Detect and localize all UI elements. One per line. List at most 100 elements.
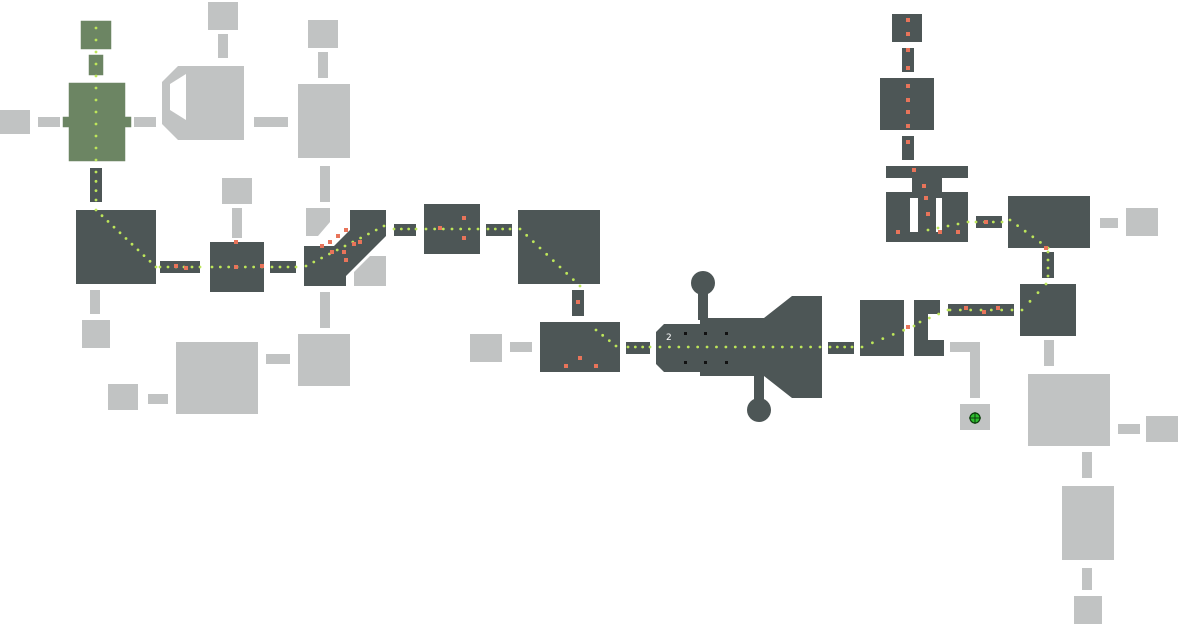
route-dot: [641, 345, 645, 349]
enemy-marker: [996, 306, 1000, 310]
route-dot: [809, 345, 812, 349]
current-room-top[interactable]: [79, 19, 113, 51]
route-dot: [367, 232, 370, 236]
room-unexplored-se-tall[interactable]: [1062, 486, 1114, 560]
route-dot: [843, 345, 847, 349]
route-dot: [1046, 250, 1050, 254]
route-dot: [270, 265, 274, 269]
room-explored-f2[interactable]: [914, 300, 944, 356]
route-dot: [989, 308, 993, 312]
enemy-marker: [578, 356, 582, 360]
room-unexplored-w1[interactable]: [0, 110, 30, 134]
route-dot: [399, 227, 403, 231]
corridor-unexplored: [90, 290, 100, 314]
enemy-marker: [328, 240, 332, 244]
room-unexplored-s1[interactable]: [1074, 596, 1102, 624]
route-dot: [677, 345, 681, 349]
route-dot: [94, 62, 98, 66]
ship-upper-pylon: [698, 290, 708, 320]
route-dot: [1023, 229, 1027, 233]
corridor-unexplored: [232, 208, 242, 238]
route-dot: [392, 227, 396, 231]
current-location[interactable]: [61, 19, 133, 163]
room-unexplored-m1[interactable]: [470, 334, 502, 362]
route-dot: [686, 345, 690, 349]
ship-lower-pod: [747, 398, 771, 422]
route-dot: [946, 224, 950, 228]
route-dot: [94, 134, 98, 138]
route-dot: [94, 179, 98, 183]
route-dot: [715, 345, 718, 349]
route-dot: [578, 284, 582, 288]
route-dot: [508, 227, 512, 231]
route-dot: [1010, 308, 1014, 312]
route-dot: [433, 227, 437, 231]
route-dot: [991, 220, 995, 224]
enemy-marker: [912, 168, 916, 172]
corridor-unexplored: [318, 52, 328, 78]
route-dot: [531, 240, 535, 244]
enemy-marker: [234, 240, 238, 244]
route-dot: [94, 50, 98, 54]
room-unexplored-n1[interactable]: [208, 2, 238, 30]
room-unexplored-sw1[interactable]: [82, 320, 110, 348]
room-unexplored-diag[interactable]: [354, 256, 386, 286]
route-dot: [467, 227, 471, 231]
route-dot: [94, 74, 98, 78]
room-explored-t[interactable]: [886, 166, 968, 242]
route-dot: [601, 333, 605, 337]
route-path: [94, 26, 1050, 349]
route-dot: [382, 224, 386, 228]
ship-dock[interactable]: 2: [656, 271, 822, 422]
route-dot: [835, 345, 839, 349]
corridor-unexplored: [1118, 424, 1140, 434]
route-dot: [1039, 241, 1042, 244]
route-dot: [158, 265, 162, 269]
room-explored-d[interactable]: [518, 210, 600, 284]
room-unexplored-c1[interactable]: [222, 178, 252, 204]
crosshair-target-icon[interactable]: [969, 412, 981, 424]
corridor-explored: [902, 48, 914, 72]
room-explored-f[interactable]: [860, 300, 904, 356]
route-dot: [312, 260, 316, 264]
room-unexplored-e2[interactable]: [1146, 416, 1178, 442]
room-unexplored-sw-big[interactable]: [176, 342, 258, 414]
route-dot: [979, 308, 983, 312]
enemy-marker: [184, 266, 188, 270]
route-dot: [493, 227, 497, 231]
room-unexplored-wedge[interactable]: [306, 208, 330, 236]
room-explored-g[interactable]: [1020, 284, 1076, 336]
current-room-main[interactable]: [61, 81, 133, 163]
room-explored-junction[interactable]: [304, 210, 386, 286]
route-dot: [359, 236, 362, 240]
route-dot: [648, 345, 652, 349]
room-unexplored-e1[interactable]: [1126, 208, 1158, 236]
enemy-marker: [336, 234, 340, 238]
route-dot: [424, 227, 428, 231]
room-explored-a[interactable]: [76, 210, 156, 284]
ship-slot: [725, 332, 728, 335]
route-dot: [551, 259, 555, 263]
ship-upper-pod: [691, 271, 715, 295]
room-unexplored-tall[interactable]: [298, 84, 350, 158]
route-dot: [607, 339, 611, 343]
route-dot: [1046, 258, 1050, 262]
route-dot: [243, 265, 247, 269]
corridor-unexplored: [1044, 340, 1054, 366]
room-unexplored-n2[interactable]: [308, 20, 338, 48]
room-unexplored-s-mid[interactable]: [298, 334, 350, 386]
room-unexplored-sw2[interactable]: [108, 384, 138, 410]
route-dot: [545, 252, 549, 256]
route-dot: [304, 264, 308, 268]
room-unexplored-se-big[interactable]: [1028, 374, 1110, 446]
room-explored-e[interactable]: [540, 322, 620, 372]
route-dot: [658, 345, 662, 349]
route-dot: [94, 38, 98, 42]
route-dot: [218, 265, 222, 269]
route-dot: [130, 242, 134, 246]
enemy-marker: [564, 364, 568, 368]
room-explored-h[interactable]: [1008, 196, 1090, 248]
route-dot: [752, 345, 756, 349]
enemy-marker: [896, 230, 900, 234]
